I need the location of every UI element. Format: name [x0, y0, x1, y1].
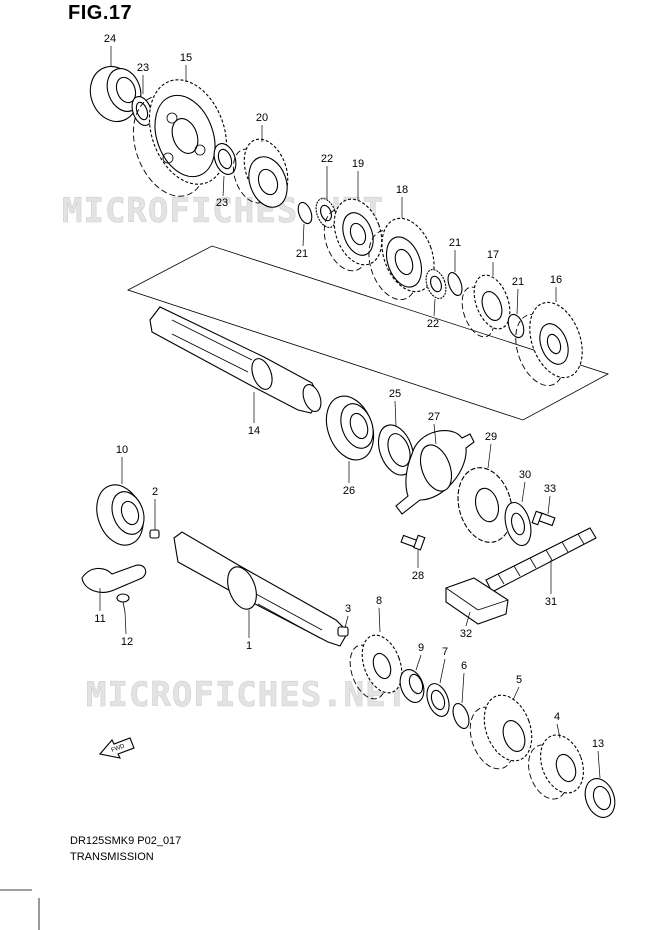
part-8-gear	[349, 634, 403, 700]
callout-29: 29	[485, 431, 497, 443]
part-7-washer	[426, 683, 450, 717]
part-11-retainer	[81, 564, 147, 593]
callout-8: 8	[376, 595, 382, 607]
part-29-sprocket	[457, 467, 513, 543]
part-33-bolt	[531, 510, 556, 527]
fwd-arrow-icon: FWD	[98, 737, 135, 759]
callout-30: 30	[519, 469, 531, 481]
callout-16: 16	[550, 274, 562, 286]
part-3-bushing	[337, 626, 349, 637]
callout-21: 21	[296, 248, 308, 260]
callout-1: 1	[246, 640, 252, 652]
callout-19: 19	[352, 158, 364, 170]
part-15-gear	[132, 79, 228, 197]
callout-33: 33	[544, 483, 556, 495]
part-2-pin	[149, 529, 160, 539]
leader-lines	[99, 46, 601, 779]
part-6-circlip	[452, 703, 470, 729]
part-26-bearing	[325, 395, 375, 461]
part-30-lock-washer	[504, 501, 532, 547]
part-1-driveshaft	[173, 531, 349, 647]
callout-10: 10	[116, 444, 128, 456]
part-21-circlip	[297, 201, 313, 225]
part-18-gear	[368, 217, 435, 301]
part-4-gear	[528, 734, 584, 800]
callout-6: 6	[461, 660, 467, 672]
part-31-chain	[485, 527, 597, 593]
watermark-upper: MICROFICHES.NET	[62, 191, 384, 231]
callout-32: 32	[460, 628, 472, 640]
callout-5: 5	[516, 674, 522, 686]
callout-3: 3	[345, 603, 351, 615]
callout-17: 17	[487, 249, 499, 261]
callout-13: 13	[592, 738, 604, 750]
section-name: TRANSMISSION	[70, 851, 154, 863]
part-12-screw	[116, 593, 130, 613]
callout-4: 4	[554, 711, 560, 723]
callout-26: 26	[343, 485, 355, 497]
callout-2: 2	[152, 486, 158, 498]
part-27-plate	[395, 430, 475, 515]
part-20-gear	[232, 138, 289, 208]
callout-23: 23	[137, 62, 149, 74]
callout-9: 9	[418, 642, 424, 654]
callout-31: 31	[545, 596, 557, 608]
figure-title: FIG.17	[68, 2, 133, 24]
part-28-bolt	[400, 534, 426, 551]
callout-23b: 23	[216, 197, 228, 209]
part-13-bearing	[584, 778, 616, 818]
part-14-countershaft	[149, 306, 322, 414]
callout-22: 22	[321, 153, 333, 165]
callout-15: 15	[180, 52, 192, 64]
part-22-splined-washer-2	[425, 269, 447, 299]
part-17-gear	[461, 274, 511, 338]
callout-24: 24	[104, 33, 116, 45]
part-5-gear	[469, 694, 533, 770]
callout-14: 14	[248, 425, 260, 437]
callout-21b: 21	[449, 237, 461, 249]
callout-22b: 22	[427, 318, 439, 330]
model-code: DR125SMK9 P02_017	[70, 835, 182, 847]
part-19-gear	[323, 198, 383, 272]
part-24-bearing	[89, 65, 142, 123]
callout-11: 11	[94, 613, 105, 625]
callout-21c: 21	[512, 276, 524, 288]
callout-28: 28	[412, 570, 424, 582]
callout-27: 27	[428, 411, 440, 423]
part-21-circlip-2	[447, 271, 463, 297]
callout-20: 20	[256, 112, 268, 124]
fwd-label: FWD	[111, 743, 127, 754]
part-10-bearing	[96, 484, 145, 546]
part-22-splined-washer	[315, 198, 337, 228]
callout-25: 25	[389, 388, 401, 400]
part-16-gear	[515, 301, 583, 387]
part-32-master-link	[445, 577, 509, 625]
callout-12: 12	[121, 636, 133, 648]
part-21-circlip-3	[507, 313, 525, 339]
part-23-washer-2	[213, 143, 237, 175]
callout-7: 7	[442, 646, 448, 658]
watermark-lower: MICROFICHES.NET	[86, 675, 408, 715]
part-9-bushing	[399, 669, 425, 703]
part-25-oil-seal	[377, 424, 415, 476]
callout-18: 18	[396, 184, 408, 196]
shaft-assembly-outline	[126, 245, 610, 421]
